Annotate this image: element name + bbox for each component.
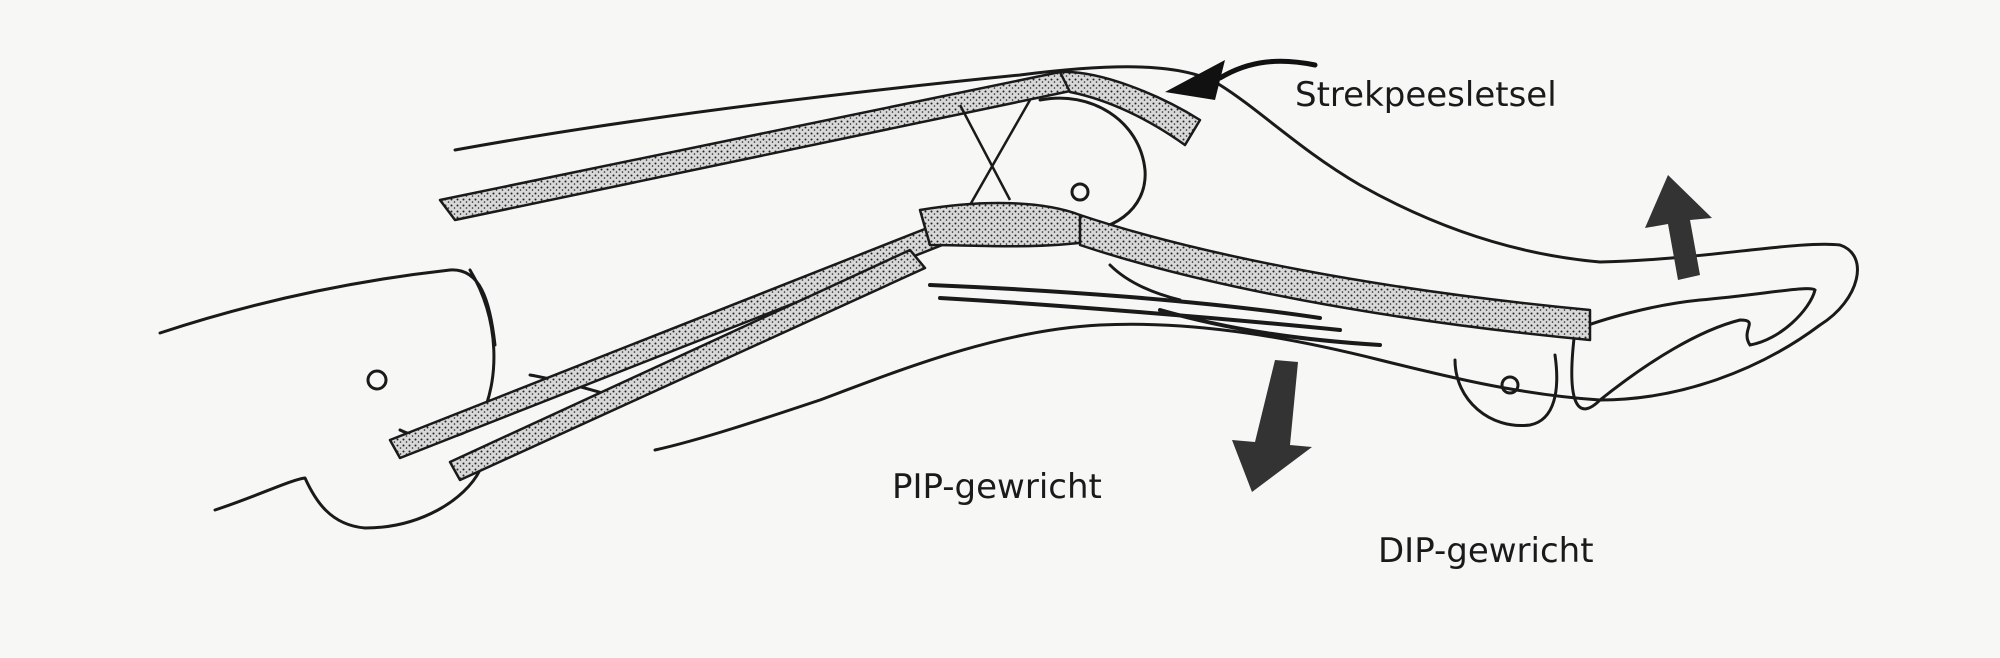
volar-plate (928, 283, 1382, 347)
central-slip-upper (388, 223, 952, 460)
pip-joint-label: PIP-gewricht (892, 467, 1102, 507)
distal-phalanx-base (1453, 353, 1559, 428)
extensor-mechanism-junction (918, 201, 1102, 248)
terminal-tendon (1078, 213, 1592, 342)
dip-joint-center (1500, 375, 1520, 395)
pip-flexion-arrow (1232, 360, 1312, 492)
crossing-band (958, 99, 1032, 206)
distal-phalanx (1570, 287, 1817, 411)
lateral-band-upper (438, 70, 1077, 222)
injury-pointer-arrow (1165, 58, 1318, 100)
proximal-joint-center (366, 369, 388, 391)
tendons (388, 70, 1592, 482)
oblique-ligament (1058, 70, 1202, 147)
dip-joint-label: DIP-gewricht (1378, 531, 1594, 571)
central-slip-lower (448, 248, 927, 482)
extensor-tendon-injury-label: Strekpeesletsel (1295, 75, 1557, 115)
pip-joint-center (1070, 182, 1090, 202)
dip-extension-arrow (1645, 175, 1712, 280)
bones (366, 96, 1817, 440)
